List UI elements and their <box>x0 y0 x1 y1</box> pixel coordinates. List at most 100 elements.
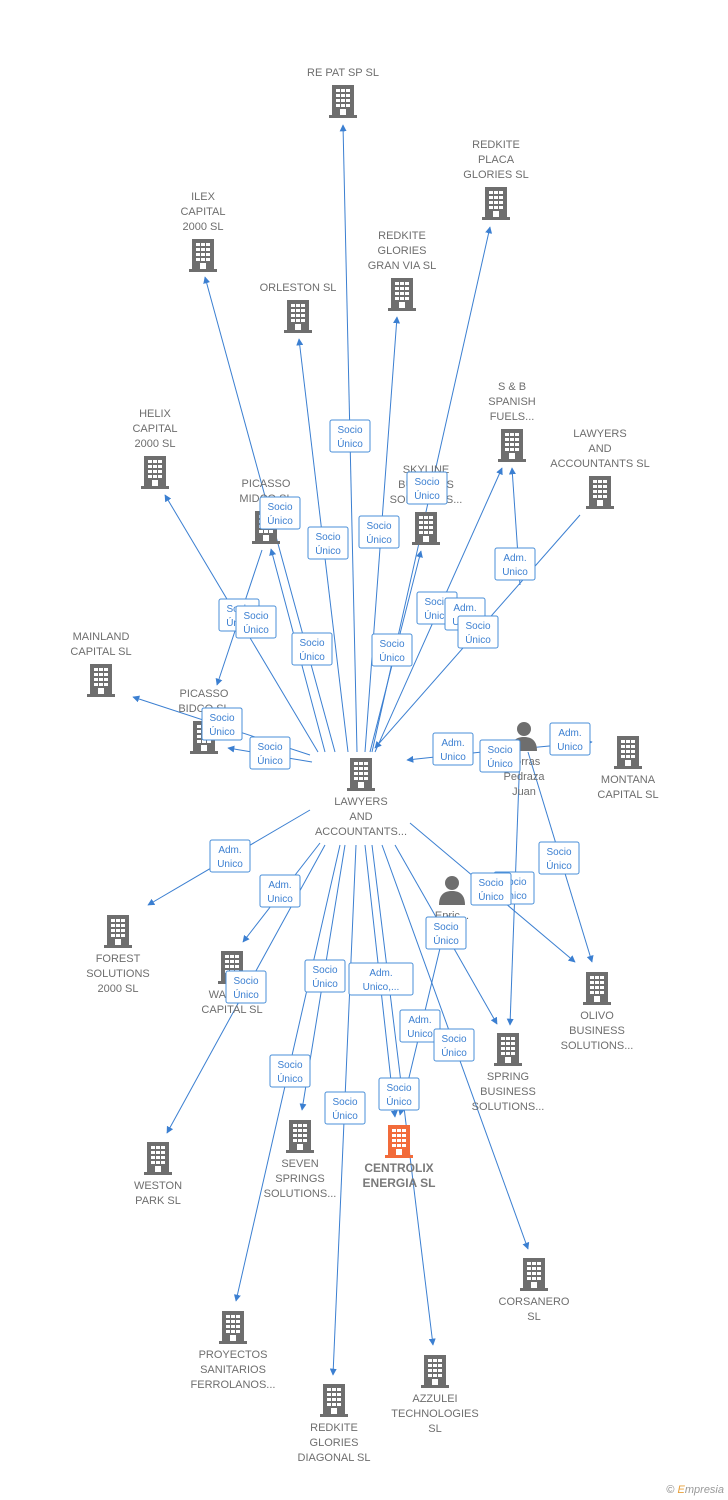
node-label-line: TECHNOLOGIES <box>391 1408 478 1420</box>
edge-label-text: Adm. <box>503 553 526 564</box>
edge-label-box <box>307 526 349 560</box>
node-label-line: S & B <box>498 381 526 393</box>
edge-label-box <box>371 633 413 667</box>
building-icon <box>329 85 357 118</box>
node-label-line: Pedraza <box>504 771 546 783</box>
edge-label-text: Socio <box>243 611 268 622</box>
edge-label-text: Unico <box>267 894 293 905</box>
node-label-line: GLORIES SL <box>463 169 528 181</box>
node-repat[interactable]: RE PAT SP SL <box>307 67 379 118</box>
empresia-watermark[interactable]: ©Empresia <box>666 1484 724 1496</box>
edge-label-text: Socio <box>501 877 526 888</box>
edge-label-text: Socio <box>277 1060 302 1071</box>
edge-label-text: Único <box>546 859 572 872</box>
edge-label-text: Único <box>478 890 504 903</box>
building-icon <box>482 187 510 220</box>
building-icon <box>347 758 375 791</box>
edge-label-text: Unico <box>557 742 583 753</box>
node-proyectos[interactable]: PROYECTOSSANITARIOSFERROLANOS... <box>191 1311 276 1391</box>
edge-label-text: Socio <box>441 1034 466 1045</box>
edge-label-box <box>235 605 277 639</box>
edge-label-text: Socio <box>424 597 449 608</box>
node-label-line: ENERGIA SL <box>363 1176 436 1190</box>
edge-label-text: Único <box>233 988 259 1001</box>
edge-label-box <box>399 1009 441 1043</box>
node-label-line: PICASSO <box>180 688 229 700</box>
node-label-line: SOLUTIONS... <box>472 1101 545 1113</box>
node-label-line: CAPITAL <box>180 206 225 218</box>
edge-label-box <box>432 732 474 766</box>
edge-label-box <box>457 615 499 649</box>
edge-label-text: Socio <box>312 965 337 976</box>
node-label-line: REDKITE <box>378 230 426 242</box>
node-label-line: CORSANERO <box>499 1296 570 1308</box>
edge-label-text: Socio <box>209 713 234 724</box>
building-icon <box>494 1033 522 1066</box>
edge-label-text: Adm. <box>268 880 291 891</box>
edge-label-box <box>259 496 301 530</box>
node-olivo[interactable]: OLIVOBUSINESSSOLUTIONS... <box>561 972 634 1052</box>
edge-label-text: Adm. <box>408 1015 431 1026</box>
node-label-line: ACCOUNTANTS... <box>315 826 407 838</box>
edge-label-text: Socio <box>433 922 458 933</box>
edge-label-box <box>249 736 291 770</box>
edge-label-text: Socio <box>332 1097 357 1108</box>
edge-label-text: Socio <box>478 878 503 889</box>
node-orleston[interactable]: ORLESTON SL <box>260 282 337 333</box>
node-label-line: FOREST <box>96 953 141 965</box>
edge-label-text: Único <box>366 533 392 546</box>
edge-label-box <box>269 1054 311 1088</box>
node-sb[interactable]: S & BSPANISHFUELS... <box>488 381 536 462</box>
edge-label-text: Unico <box>217 859 243 870</box>
building-icon <box>284 300 312 333</box>
edge-label-text: Socio <box>257 742 282 753</box>
node-spring[interactable]: SPRINGBUSINESSSOLUTIONS... <box>472 1033 545 1113</box>
edge-label-text: Único <box>312 977 338 990</box>
edge-label-text: Adm. <box>453 603 476 614</box>
edge-label-text: Único <box>277 1072 303 1085</box>
edge-role-label: Adm.Unico <box>432 732 474 766</box>
node-label-line: OLIVO <box>580 1010 614 1022</box>
node-center[interactable]: LAWYERSANDACCOUNTANTS... <box>315 758 407 838</box>
node-label-line: SANITARIOS <box>200 1364 266 1376</box>
edge-label-text: Único <box>414 489 440 502</box>
edge-label-box <box>201 707 243 741</box>
brand-logo: Empresia <box>677 1484 724 1496</box>
edge-label-text: Adm. <box>369 968 392 979</box>
edge-label-text: Único <box>299 650 325 663</box>
edge-label-box <box>494 547 536 581</box>
node-seven[interactable]: SEVENSPRINGSSOLUTIONS... <box>264 1120 337 1200</box>
edge-label-text: Único <box>441 1046 467 1059</box>
node-label-line: MAINLAND <box>73 631 130 643</box>
edge-label-text: Unico <box>407 1029 433 1040</box>
edge-label-text: Único <box>386 1095 412 1108</box>
edge-label-text: Único <box>465 633 491 646</box>
node-label-line: GRAN VIA SL <box>368 260 436 272</box>
node-label-line: AZZULEI <box>412 1393 457 1405</box>
